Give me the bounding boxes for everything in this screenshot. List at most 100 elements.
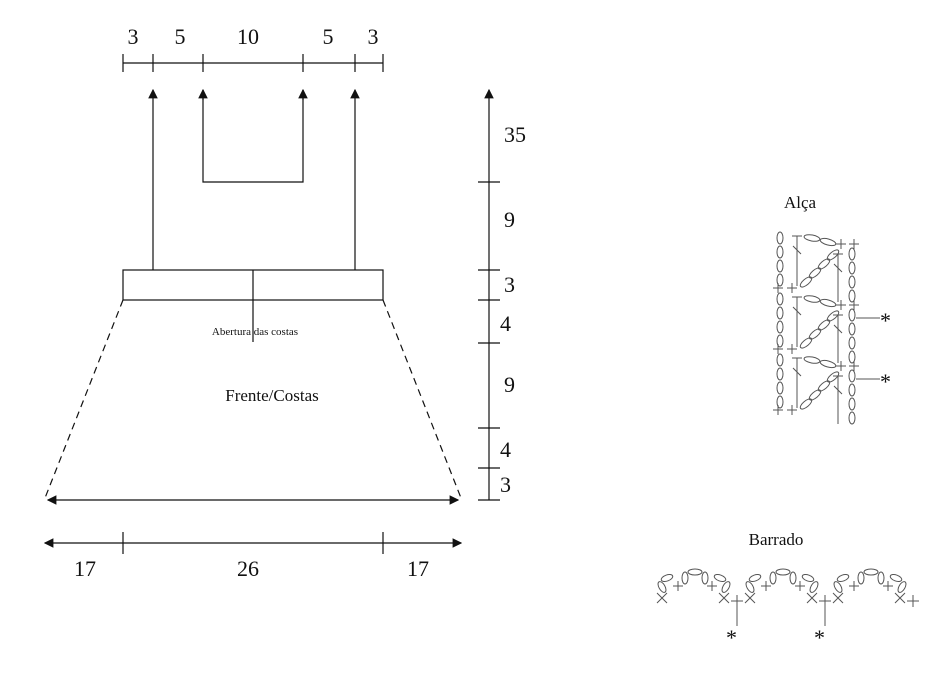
single-crochet-symbol [707, 581, 717, 591]
front-back-label: Frente/Costas [225, 386, 319, 405]
single-crochet-symbol [787, 283, 797, 293]
chain-stitch-symbol [826, 249, 840, 261]
chain-stitch-symbol [848, 383, 856, 397]
chain-stitch-symbol [801, 574, 815, 582]
double-crochet-symbol [833, 375, 843, 424]
chain-stitch-symbol [748, 574, 762, 582]
chain-stitch-symbol [833, 581, 843, 593]
chain-stitch-symbol [745, 581, 755, 593]
top-dim-label: 5 [323, 24, 334, 49]
chain-stitch-symbol [848, 397, 856, 411]
chain-stitch-symbol [803, 356, 821, 364]
waistband [122, 269, 384, 342]
chain-stitch-symbol [799, 276, 813, 288]
strap-chart-title: Alça [784, 193, 817, 212]
chain-stitch-symbol [836, 574, 850, 582]
chain-stitch-symbol [848, 411, 856, 425]
chain-stitch-symbol [776, 245, 784, 259]
height-dim-label: 9 [504, 207, 515, 232]
single-crochet-symbol [773, 405, 783, 415]
single-crochet-symbol [673, 581, 683, 591]
slip-stitch-symbol [894, 592, 906, 604]
single-crochet-symbol [907, 595, 919, 607]
border-chart-title: Barrado [749, 530, 804, 549]
chain-stitch-symbol [848, 369, 856, 383]
top-dim-label: 10 [237, 24, 259, 49]
chain-stitch-symbol [775, 568, 791, 576]
single-crochet-symbol [761, 581, 771, 591]
chain-stitch-symbol [776, 292, 784, 306]
height-dim-label: 4 [500, 311, 511, 336]
slip-stitch-symbol [718, 592, 730, 604]
chain-stitch-symbol [681, 571, 689, 585]
chain-stitch-symbol [776, 334, 784, 348]
single-crochet-symbol [849, 300, 859, 310]
double-crochet-symbol [792, 296, 802, 347]
chain-stitch-symbol [701, 571, 709, 585]
bottom-dimension-line [43, 532, 463, 554]
slip-stitch-symbol [656, 592, 668, 604]
chain-stitch-symbol [799, 337, 813, 349]
chain-stitch-symbol [776, 320, 784, 334]
chain-stitch-symbol [660, 574, 674, 582]
bottom-dim-label: 26 [237, 556, 259, 581]
height-dim-label: 3 [504, 272, 515, 297]
bottom-dim-label: 17 [407, 556, 429, 581]
chain-stitch-symbol [713, 574, 727, 582]
chain-stitch-symbol [819, 237, 837, 247]
chain-stitch-symbol [848, 308, 856, 322]
chain-stitch-symbol [776, 367, 784, 381]
single-crochet-symbol [849, 361, 859, 371]
single-crochet-symbol [773, 283, 783, 293]
asterisk-marker: * [814, 625, 825, 650]
chain-stitch-symbol [808, 267, 822, 279]
single-crochet-symbol [836, 361, 846, 371]
chain-stitch-symbol [817, 319, 831, 331]
chain-stitch-symbol [769, 571, 777, 585]
chain-stitch-symbol [776, 353, 784, 367]
height-dimension-line [478, 88, 500, 501]
single-crochet-symbol [836, 239, 846, 249]
chain-stitch-symbol [776, 259, 784, 273]
chain-stitch-symbol [826, 371, 840, 383]
slip-stitch-symbol [832, 592, 844, 604]
chain-stitch-symbol [848, 261, 856, 275]
chain-stitch-symbol [826, 310, 840, 322]
strap-stitch-chart [773, 231, 880, 425]
chain-stitch-symbol [819, 359, 837, 369]
chain-stitch-symbol [721, 581, 731, 593]
chain-stitch-symbol [863, 568, 879, 576]
top-dim-label: 3 [128, 24, 139, 49]
strap-arrows [148, 88, 360, 270]
single-crochet-symbol [883, 581, 893, 591]
top-dim-label: 5 [175, 24, 186, 49]
chain-stitch-symbol [817, 380, 831, 392]
double-crochet-symbol [792, 357, 802, 408]
chain-stitch-symbol [848, 336, 856, 350]
double-crochet-symbol [833, 253, 843, 302]
chain-stitch-symbol [776, 395, 784, 409]
chain-stitch-symbol [803, 234, 821, 242]
chain-stitch-symbol [848, 289, 856, 303]
chain-stitch-symbol [776, 273, 784, 287]
chain-stitch-symbol [848, 247, 856, 261]
chain-stitch-symbol [687, 568, 703, 576]
single-crochet-symbol [849, 239, 859, 249]
single-crochet-symbol [787, 344, 797, 354]
back-opening-label: Abertura das costas [212, 326, 298, 338]
chain-stitch-symbol [889, 574, 903, 582]
single-crochet-symbol [787, 405, 797, 415]
height-dim-label: 3 [500, 472, 511, 497]
chain-stitch-symbol [809, 581, 819, 593]
chain-stitch-symbol [657, 581, 667, 593]
chain-stitch-symbol [776, 306, 784, 320]
bottom-dim-label: 17 [74, 556, 96, 581]
chain-stitch-symbol [848, 275, 856, 289]
top-dimension-line [122, 54, 384, 72]
single-crochet-symbol [849, 581, 859, 591]
chain-stitch-symbol [808, 389, 822, 401]
height-dim-label: 4 [500, 437, 511, 462]
single-crochet-symbol [773, 344, 783, 354]
chain-stitch-symbol [857, 571, 865, 585]
